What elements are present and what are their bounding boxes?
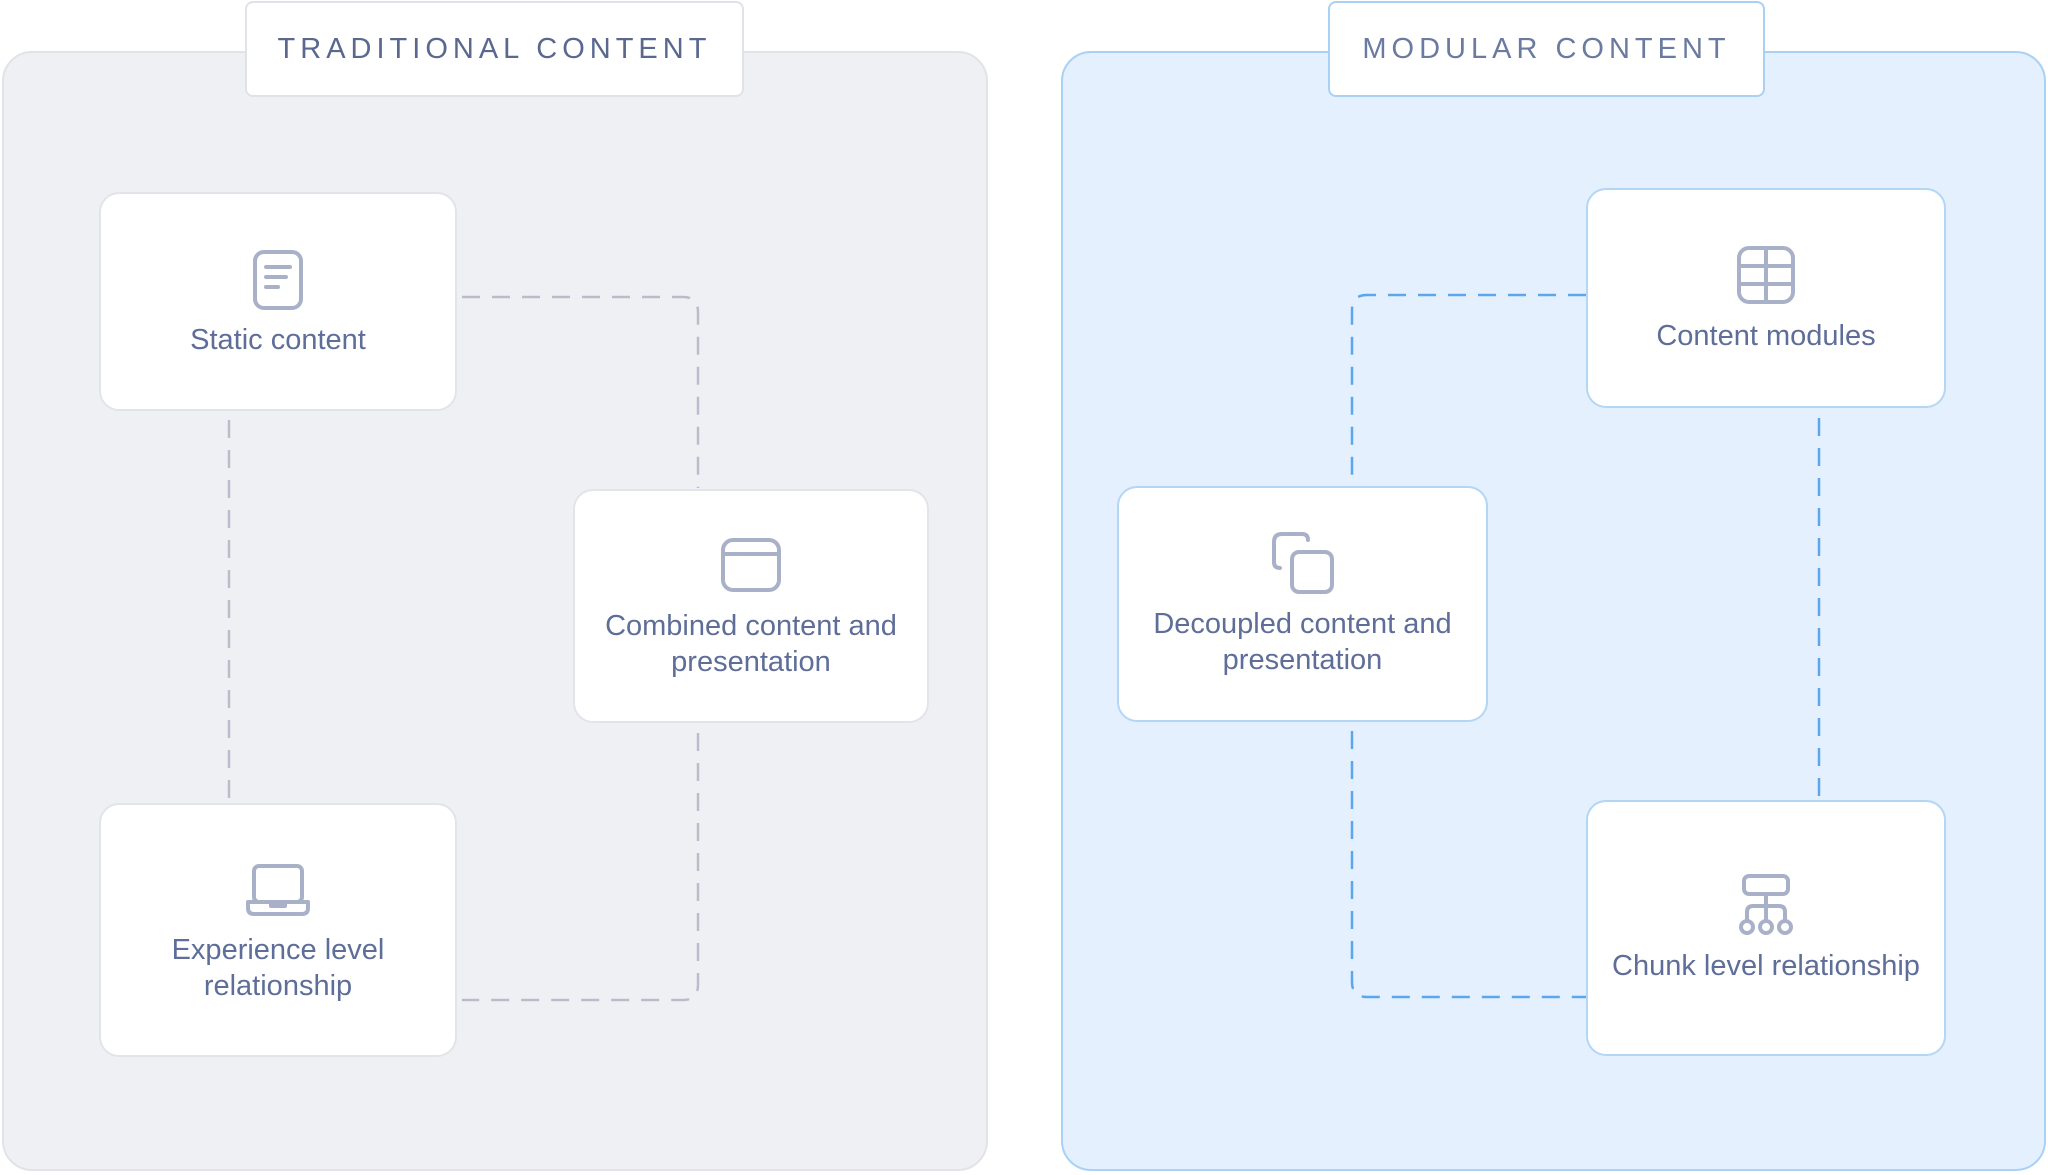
card-label: Experience level relationship <box>171 934 385 1002</box>
card-content-modules: Content modules <box>1586 188 1946 408</box>
window-icon <box>721 538 781 592</box>
document-icon <box>253 249 303 310</box>
card-label: Combined content and presentation <box>605 610 897 678</box>
card-static-content: Static content <box>99 192 457 411</box>
modular-connectors <box>1350 293 1821 999</box>
connector-modules-decoupled <box>1350 293 1586 486</box>
card-decoupled-content: Decoupled content and presentation <box>1117 486 1488 722</box>
modular-content-title: MODULAR CONTENT <box>1328 1 1765 97</box>
card-experience-level: Experience level relationship <box>99 803 457 1057</box>
traditional-content-title: TRADITIONAL CONTENT <box>245 1 744 97</box>
card-label: Content modules <box>1656 320 1876 352</box>
card-label: Decoupled content and presentation <box>1153 608 1452 676</box>
card-label: Static content <box>190 323 366 356</box>
grid-icon <box>1737 246 1795 304</box>
hierarchy-icon <box>1739 874 1793 935</box>
card-chunk-level: Chunk level relationship <box>1586 800 1946 1056</box>
copy-icon <box>1271 532 1334 594</box>
card-combined-content: Combined content and presentation <box>573 489 929 723</box>
traditional-connectors <box>227 295 700 1002</box>
laptop-icon <box>246 864 310 916</box>
connector-combined-experience <box>462 733 700 1002</box>
connector-static-combined <box>462 295 700 488</box>
connector-decoupled-chunk <box>1350 731 1586 999</box>
card-label: Chunk level relationship <box>1612 950 1920 982</box>
